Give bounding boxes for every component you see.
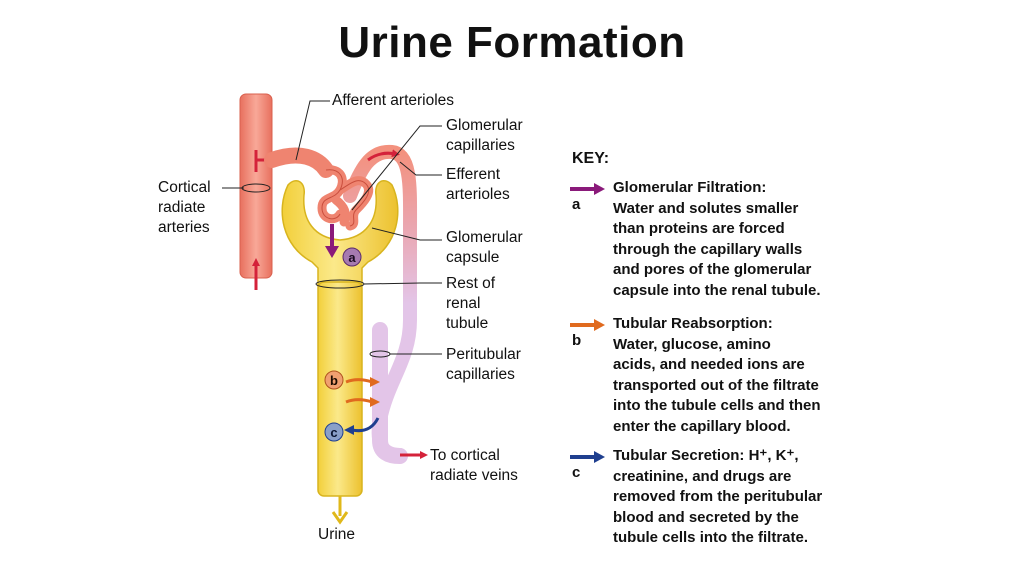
key-title: KEY:	[572, 150, 610, 167]
blue-arrow-icon	[570, 451, 605, 463]
key-letter-a: a	[572, 196, 581, 213]
label-afferent-arterioles: Afferent arterioles	[332, 92, 455, 109]
label-cortical-radiate-arteries: Cortical radiate arteries	[158, 179, 211, 236]
key-item-secretion: c Tubular Secretion: H⁺, K⁺, creatinine,…	[570, 446, 870, 546]
renal-tubule	[317, 281, 363, 497]
label-urine: Urine	[318, 526, 356, 543]
svg-text:c: c	[330, 425, 337, 440]
label-efferent-arterioles: Efferent arterioles	[446, 166, 510, 203]
afferent-arteriole	[264, 147, 334, 178]
key-text-filtration: Glomerular Filtration: Water and solutes…	[613, 179, 821, 299]
key-item-filtration: a Glomerular Filtration: Water and solut…	[570, 178, 870, 299]
label-to-cortical-radiate-veins: To cortical radiate veins	[430, 447, 518, 484]
badge-a: a	[342, 247, 362, 267]
secretion-arrow	[351, 417, 380, 433]
label-glomerular-capsule: Glomerular capsule	[446, 229, 523, 266]
peritubular-capillary-lower	[372, 322, 408, 464]
label-glomerular-capillaries: Glomerular capillaries	[446, 117, 523, 154]
svg-text:b: b	[330, 373, 338, 388]
orange-arrow-icon	[570, 319, 605, 331]
key-text-reabsorption: Tubular Reabsorption: Water, glucose, am…	[613, 315, 821, 435]
label-peritubular-capillaries: Peritubular capillaries	[446, 346, 521, 383]
purple-arrow-icon	[570, 183, 605, 195]
slide-title: Urine Formation	[338, 18, 686, 67]
glomerular-capsule	[281, 180, 399, 287]
badge-c: c	[324, 422, 344, 442]
key-letter-c: c	[572, 464, 581, 481]
badge-b: b	[324, 370, 344, 390]
key-item-reabsorption: b Tubular Reabsorption: Water, glucose, …	[570, 314, 870, 435]
svg-text:a: a	[348, 250, 356, 265]
leader-lines	[222, 100, 442, 358]
key-text-secretion: Tubular Secretion: H⁺, K⁺, creatinine, a…	[613, 447, 823, 546]
label-rest-of-renal-tubule: Rest of renal tubule	[446, 275, 496, 332]
key-letter-b: b	[572, 332, 582, 349]
efferent-flow-arrow	[367, 149, 400, 162]
